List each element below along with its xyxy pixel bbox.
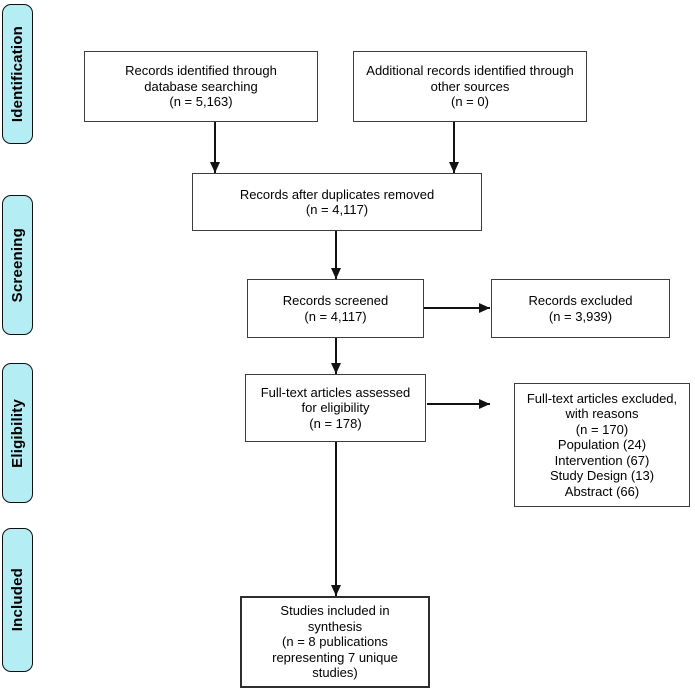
box-duplicates-removed: Records after duplicates removed (n = 4,… <box>192 173 482 231</box>
stage-identification: Identification <box>2 4 33 144</box>
box-fulltext-assessed-text: Full-text articles assessed for eligibil… <box>260 384 411 431</box>
stage-screening: Screening <box>2 195 33 335</box>
arrow-other-sources-to-duplicates <box>449 122 459 173</box>
arrow-duplicates-to-screened <box>331 231 341 279</box>
box-additional-records-text: Additional records identified through ot… <box>366 63 574 110</box>
box-fulltext-assessed: Full-text articles assessed for eligibil… <box>245 374 426 442</box>
stage-eligibility: Eligibility <box>2 363 33 503</box>
stage-included: Included <box>2 528 33 672</box>
box-records-excluded-text: Records excluded (n = 3,939) <box>528 293 633 324</box>
box-additional-records: Additional records identified through ot… <box>353 51 587 122</box>
box-records-screened-text: Records screened (n = 4,117) <box>282 293 389 324</box>
box-records-excluded: Records excluded (n = 3,939) <box>491 279 670 338</box>
box-records-screened: Records screened (n = 4,117) <box>247 279 424 338</box>
box-fulltext-excluded-text: Full-text articles excluded, with reason… <box>526 390 678 499</box>
box-records-identified-text: Records identified through database sear… <box>125 63 277 110</box>
box-fulltext-excluded: Full-text articles excluded, with reason… <box>514 383 690 507</box>
arrow-db-search-to-duplicates <box>210 122 220 173</box>
stage-included-label: Included <box>9 568 26 632</box>
stage-identification-label: Identification <box>9 25 26 123</box>
arrow-fulltext-to-included <box>331 442 341 596</box>
box-records-identified: Records identified through database sear… <box>84 51 318 122</box>
arrow-screened-to-excluded <box>424 303 490 313</box>
stage-eligibility-label: Eligibility <box>9 398 26 468</box>
arrow-screened-to-fulltext <box>331 338 341 374</box>
arrow-fulltext-to-excluded <box>427 399 490 409</box>
box-duplicates-removed-text: Records after duplicates removed (n = 4,… <box>239 186 435 218</box>
stage-screening-label: Screening <box>9 227 26 303</box>
box-studies-included-text: Studies included in synthesis (n = 8 pub… <box>272 603 398 681</box>
box-studies-included: Studies included in synthesis (n = 8 pub… <box>240 596 430 688</box>
